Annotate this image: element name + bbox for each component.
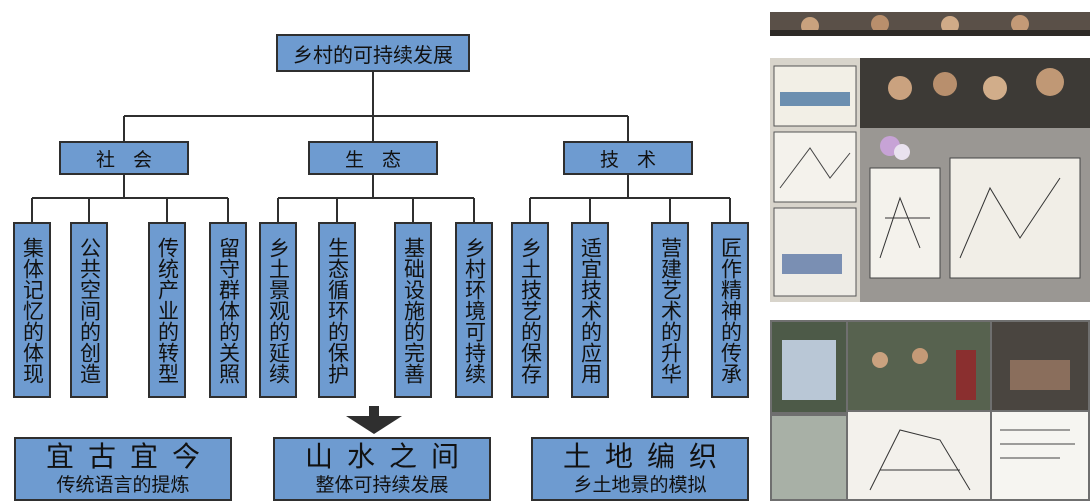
leaf-ecology-4: 乡村环境可持续 <box>455 222 493 398</box>
leaf-tech-2: 适宜技术的应用 <box>571 222 609 398</box>
category-ecology: 生态 <box>308 141 438 175</box>
down-arrow-icon <box>346 416 402 434</box>
leaf-social-2: 公共空间的创造 <box>70 222 108 398</box>
group-photo-strip <box>770 12 1090 36</box>
result-subtitle-2: 整体可持续发展 <box>315 474 449 496</box>
leaf-social-3: 传统产业的转型 <box>148 222 186 398</box>
leaf-ecology-1: 乡土景观的延续 <box>259 222 297 398</box>
leaf-tech-3: 营建艺术的升华 <box>651 222 689 398</box>
leaf-ecology-2: 生态循环的保护 <box>318 222 356 398</box>
result-box-2: 山水之间 整体可持续发展 <box>273 437 491 501</box>
result-subtitle-1: 传统语言的提炼 <box>56 474 190 496</box>
leaf-social-1: 集体记忆的体现 <box>13 222 51 398</box>
site-visit-collage <box>770 320 1090 501</box>
category-technology: 技术 <box>563 141 693 175</box>
leaf-tech-4: 匠作精神的传承 <box>711 222 749 398</box>
result-title-2: 山水之间 <box>304 440 473 473</box>
result-box-3: 土地编织 乡土地景的模拟 <box>531 437 749 501</box>
sketch-review-photo <box>770 58 1090 302</box>
result-title-1: 宜古宜今 <box>45 440 214 473</box>
leaf-social-4: 留守群体的关照 <box>209 222 247 398</box>
category-social: 社会 <box>59 141 189 175</box>
result-title-3: 土地编织 <box>562 440 731 473</box>
leaf-ecology-3: 基础设施的完善 <box>394 222 432 398</box>
root-node: 乡村的可持续发展 <box>276 34 470 72</box>
leaf-tech-1: 乡土技艺的保存 <box>511 222 549 398</box>
result-box-1: 宜古宜今 传统语言的提炼 <box>14 437 232 501</box>
result-subtitle-3: 乡土地景的模拟 <box>573 474 707 496</box>
